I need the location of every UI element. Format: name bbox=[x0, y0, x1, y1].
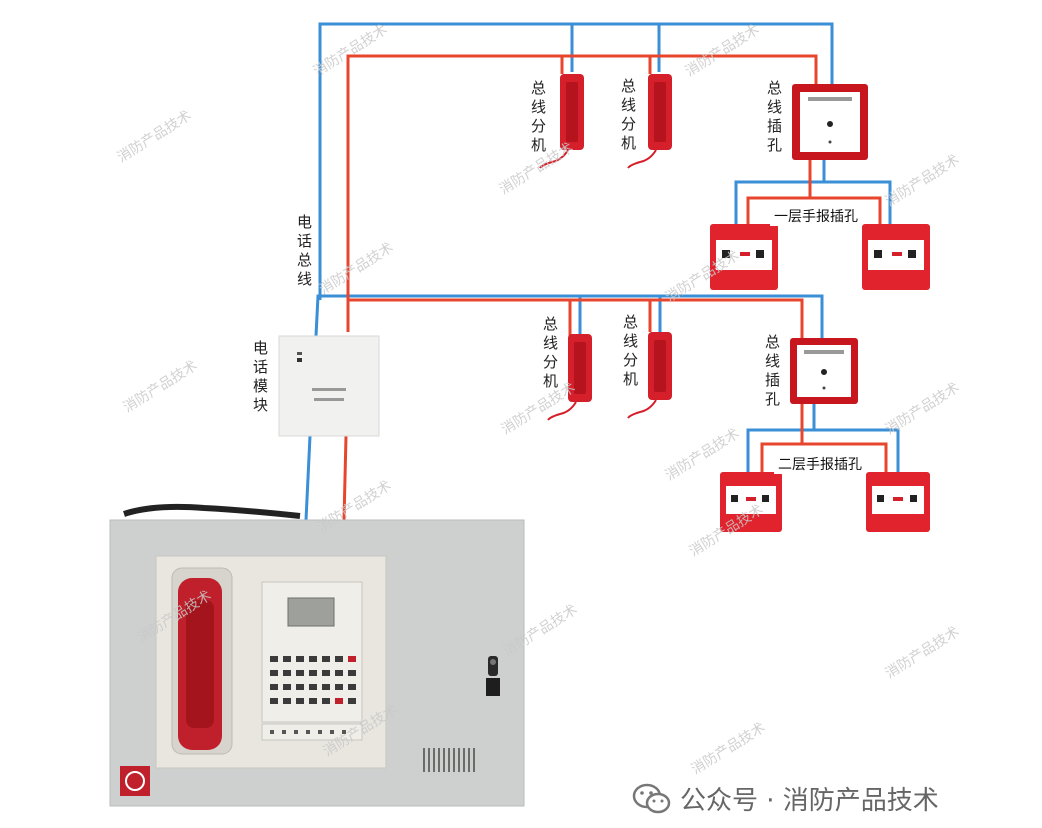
phone-module-box bbox=[278, 335, 380, 437]
manual-call-point-jack-f1-left bbox=[710, 224, 778, 290]
bus-jack-label-mid: 总线插孔 bbox=[763, 334, 781, 410]
footer-text: 公众号 · 消防产品技术 bbox=[680, 786, 939, 816]
fire-phone-host-cabinet bbox=[109, 503, 525, 807]
bus-extension-label-mid-1: 总线分机 bbox=[541, 316, 559, 392]
cabinet-lock bbox=[486, 656, 500, 696]
brand-logo bbox=[120, 766, 150, 796]
blue-bus-wire bbox=[304, 22, 900, 521]
lcd-screen bbox=[287, 597, 335, 627]
manual-call-point-jack-f2-right bbox=[866, 472, 930, 532]
floor1-call-point-jacks-label: 一层手报插孔 bbox=[770, 206, 862, 226]
keypad bbox=[270, 656, 356, 704]
bus-jack-label-top: 总线插孔 bbox=[765, 80, 783, 156]
manual-call-point-jack-f2-left bbox=[720, 472, 782, 532]
bus-extension-label-top-2: 总线分机 bbox=[619, 78, 637, 154]
bus-extension-phone-mid-2 bbox=[627, 332, 672, 419]
bus-jack-mid bbox=[790, 338, 858, 404]
red-bus-wire bbox=[342, 54, 888, 521]
bus-extension-label-mid-2: 总线分机 bbox=[621, 314, 639, 390]
wechat-account-footer: 公众号 · 消防产品技术 bbox=[632, 780, 939, 817]
floor2-call-point-jacks-label: 二层手报插孔 bbox=[774, 454, 866, 474]
wechat-icon bbox=[632, 783, 671, 813]
phone-bus-label: 电话总线 bbox=[295, 214, 313, 290]
bus-extension-phone-top-1 bbox=[539, 74, 584, 169]
manual-call-point-jack-f1-right bbox=[862, 224, 930, 290]
bus-extension-label-top-1: 总线分机 bbox=[529, 80, 547, 156]
bus-jack-top bbox=[792, 84, 868, 160]
bus-extension-phone-top-2 bbox=[627, 74, 672, 169]
phone-module-label: 电话模块 bbox=[251, 340, 269, 416]
vent-grille bbox=[423, 748, 475, 772]
bus-extension-phone-mid-1 bbox=[547, 334, 592, 421]
